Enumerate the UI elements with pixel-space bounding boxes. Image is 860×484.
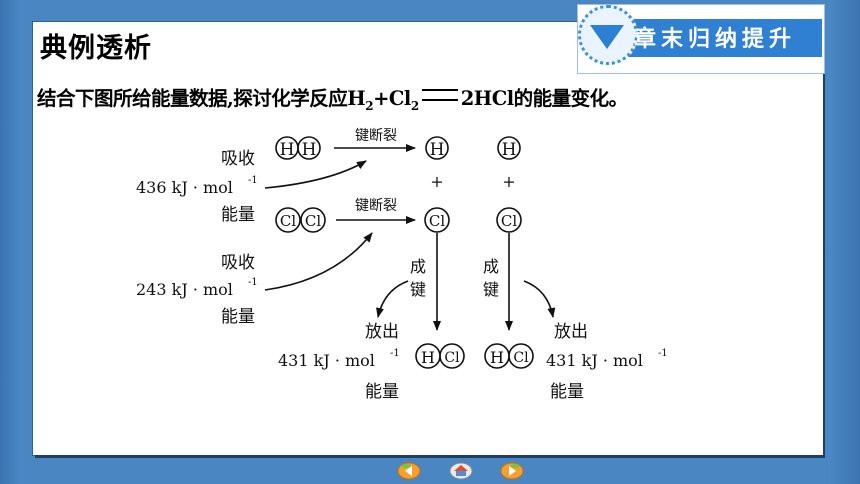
content-card — [33, 22, 823, 455]
cl2-energy-arrow — [264, 232, 373, 291]
bond-label-top: 成 — [483, 257, 499, 276]
plus-sign: + — [502, 172, 515, 191]
equals-sign-icon — [421, 89, 458, 101]
bond-label-top: 成 — [410, 257, 426, 276]
prev-button[interactable] — [397, 460, 421, 480]
hcl-molecule-left: H Cl — [415, 343, 465, 369]
h2-molecule: H H — [275, 136, 321, 160]
hcl-energy-exponent-right: -1 — [658, 348, 668, 359]
cl2-molecule: Cl Cl — [275, 207, 326, 233]
home-icon — [449, 462, 473, 480]
badge-bar — [626, 19, 822, 57]
next-button[interactable] — [500, 460, 524, 480]
atom-cl: Cl — [429, 212, 445, 230]
h2-energy-exponent: -1 — [248, 175, 258, 186]
h2-energy-arrow — [264, 160, 367, 189]
atom-cl: Cl — [280, 212, 296, 230]
prompt-text-mid: +Cl — [373, 87, 411, 110]
h2-break-label: 键断裂 — [355, 128, 397, 144]
free-cl-atom-2 — [496, 207, 522, 233]
atom-cl: Cl — [305, 212, 321, 230]
atom-h: H — [421, 348, 435, 367]
atom-cl: Cl — [501, 212, 517, 230]
hcl-energy-label-right: 能量 — [550, 382, 584, 402]
badge-label: 章末归纳提升 — [634, 27, 797, 52]
bond-label-bottom: 键 — [410, 280, 426, 299]
h2-absorb-label: 吸收 — [221, 149, 255, 169]
free-h-atom-2 — [497, 136, 521, 160]
prompt-text-before: 结合下图所给能量数据,探讨化学反应H — [37, 87, 366, 110]
cl2-energy-exponent: -1 — [248, 277, 258, 288]
section-title: 典例透析 — [40, 33, 152, 64]
atom-h: H — [502, 140, 517, 160]
right-border-stripe — [828, 0, 860, 484]
next-arrow-icon — [500, 462, 524, 480]
atom-cl: Cl — [513, 350, 529, 366]
hcl-release-label-right: 放出 — [554, 322, 588, 342]
cl2-absorb-label: 吸收 — [221, 253, 255, 273]
h2-energy-label: 能量 — [221, 205, 255, 225]
release-arrow-left — [376, 280, 409, 318]
free-h-atom-1 — [425, 136, 449, 160]
atom-h: H — [490, 348, 504, 367]
chapter-badge[interactable]: 章末归纳提升 — [577, 4, 825, 74]
cl2-break-label: 键断裂 — [355, 198, 397, 214]
hcl-energy-value-right: 431 kJ · mol — [546, 351, 643, 370]
plus-sign: + — [430, 172, 443, 191]
h2-energy-value: 436 kJ · mol — [136, 178, 233, 197]
cl2-energy-value: 243 kJ · mol — [136, 280, 233, 299]
hcl-energy-label-left: 能量 — [365, 382, 399, 402]
home-button[interactable] — [449, 460, 473, 480]
atom-cl: Cl — [444, 350, 460, 366]
atom-h: H — [280, 140, 295, 160]
badge-arrow-icon — [590, 25, 624, 49]
atom-h: H — [430, 140, 445, 160]
cl2-energy-label: 能量 — [221, 307, 255, 327]
bond-label-bottom: 键 — [483, 280, 499, 299]
atom-h: H — [302, 140, 317, 160]
hcl-molecule-right: H Cl — [484, 343, 534, 369]
hcl-energy-value-left: 431 kJ · mol — [278, 351, 375, 370]
free-cl-atom-1 — [424, 207, 450, 233]
hcl-release-label-left: 放出 — [365, 322, 399, 342]
hcl-energy-exponent-left: -1 — [390, 348, 400, 359]
prompt-text-after: 2HCl的能量变化。 — [460, 87, 628, 110]
release-arrow-right — [523, 280, 556, 318]
prompt-subscript-2: 2 — [410, 98, 419, 113]
left-border-stripe — [0, 0, 22, 484]
prompt-subscript-1: 2 — [365, 98, 374, 113]
prev-arrow-icon — [397, 462, 421, 480]
